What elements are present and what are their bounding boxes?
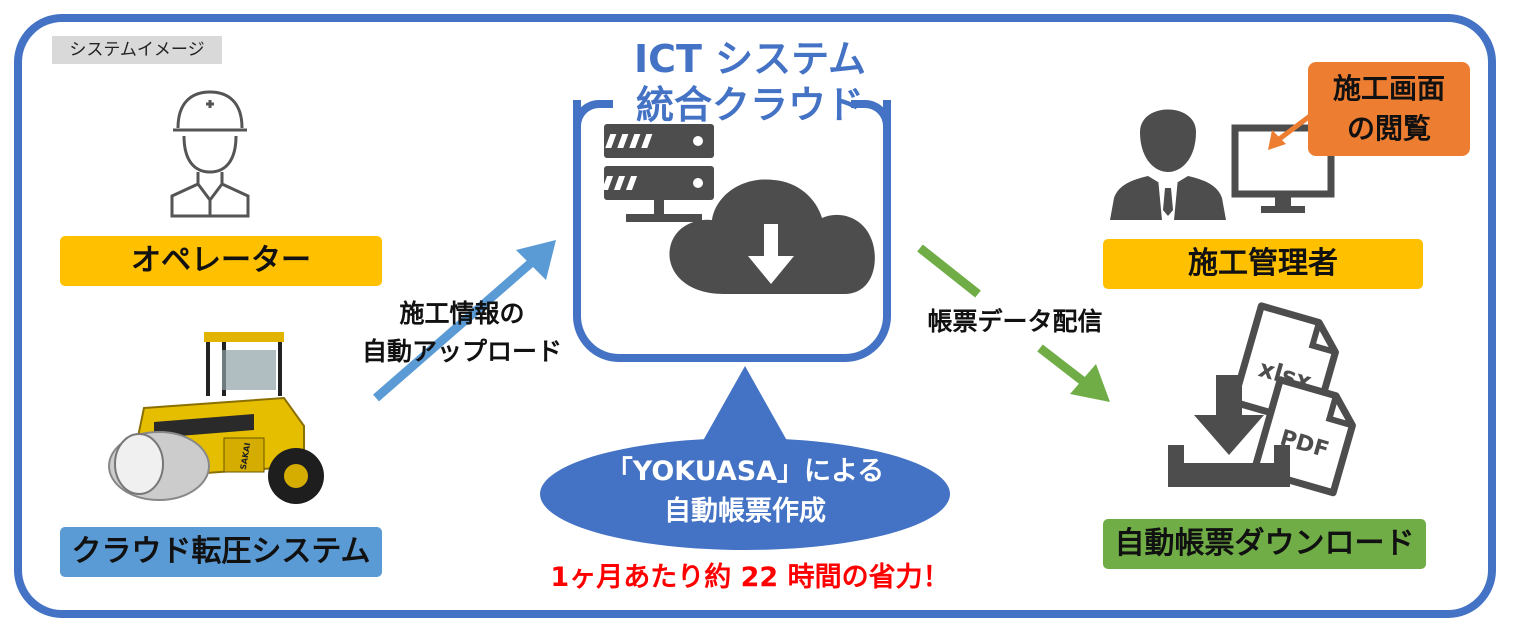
road-roller-image: SAKAI [108,332,324,504]
labor-saving-text: 1ヶ月あたり約 22 時間の省力！ [550,562,950,593]
download-files-icon: xlsx PDF [1168,302,1356,497]
cloud-container [573,100,891,362]
cloud-title-line2: 統合クラウド [635,83,864,127]
delivery-edge-label: 帳票データ配信 [927,307,1103,336]
upload-line1: 施工情報の [399,299,525,328]
manager-icon [1110,109,1226,220]
delivery-arrow [917,244,1110,402]
callout-line1: 施工画面 [1332,72,1445,105]
callout-line2: の閲覧 [1346,112,1431,145]
upload-edge-label: 施工情報の 自動アップロード [352,295,572,371]
cloud-title: ICT システム 統合クラウド [580,36,920,128]
auto-report-bubble [540,438,950,550]
cloud-title-line1: ICT システム [633,37,867,81]
auto-report-line2: 自動帳票作成 [664,496,826,527]
construction-screen-callout: 施工画面 の閲覧 [1308,62,1470,156]
roller-system-label: クラウド転圧システム [60,527,382,577]
manager-label: 施工管理者 [1103,239,1423,289]
bubble-pointer [700,366,790,446]
auto-report-line1: 「YOKUASA」による [605,456,885,487]
upload-line2: 自動アップロード [361,337,562,366]
auto-download-label: 自動帳票ダウンロード [1103,519,1426,569]
upload-arrow [373,240,556,402]
auto-report-text: 「YOKUASA」による 自動帳票作成 [540,452,950,532]
operator-icon [170,90,250,218]
operator-label: オペレーター [60,236,382,286]
system-image-tag: システムイメージ [52,36,222,64]
monitor-icon [1231,124,1335,213]
server-cloud-icon [589,124,875,294]
diagram-frame [14,14,1496,618]
